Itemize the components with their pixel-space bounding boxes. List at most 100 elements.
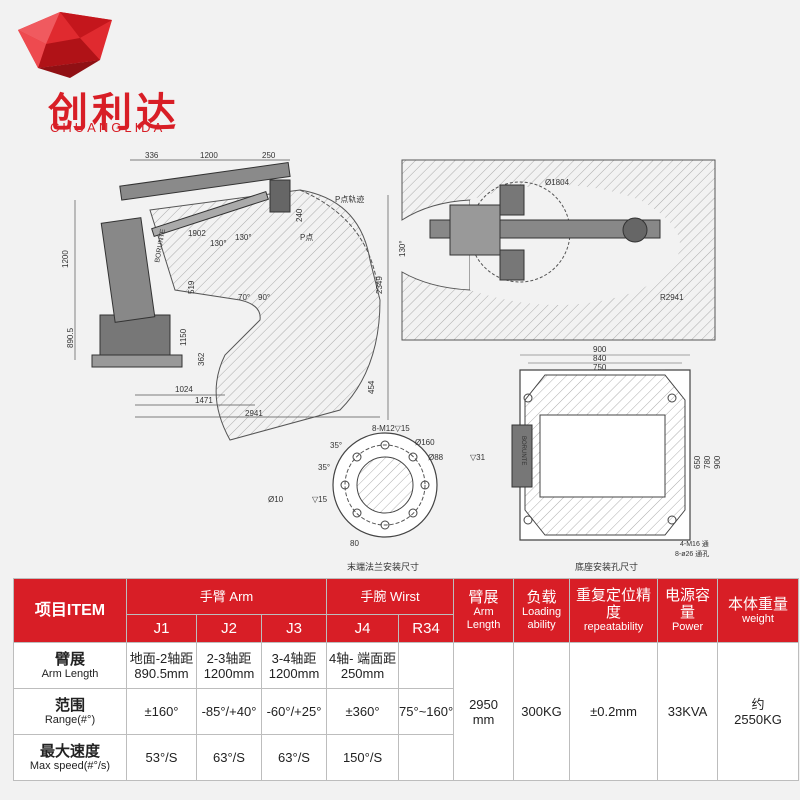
joint-label: J1 xyxy=(153,620,170,637)
table-cell: -85°/+40° xyxy=(196,688,262,735)
table-cell: -60°/+25° xyxy=(260,688,328,735)
dim-text: Ø160 xyxy=(415,438,435,447)
repeat-header-en: repeatability xyxy=(583,621,644,633)
joint-header-j3: J3 xyxy=(260,614,328,643)
cell-text: 4轴- 端面距 xyxy=(328,650,397,666)
weight-header-cell: 本体重量 weight xyxy=(717,578,800,643)
wrist-header-cell: 手腕 Wirst xyxy=(326,578,455,615)
cell-text: 63°/S xyxy=(278,749,310,765)
cell-text: ±160° xyxy=(144,703,179,719)
row-label-en: Arm Length xyxy=(41,667,99,680)
cell-text: ±360° xyxy=(345,703,380,719)
power-value-cell: 33KVA xyxy=(657,642,719,781)
cell-text: 地面-2轴距 xyxy=(129,650,194,666)
dim-text: 240 xyxy=(295,208,304,222)
load-value-cell: 300KG xyxy=(513,642,571,781)
spec-table: 项目ITEM 手臂 Arm 手腕 Wirst 臂展 Arm Length 负载 … xyxy=(13,578,800,781)
dim-text: 130° xyxy=(235,233,252,242)
base-brand-label: BORUNTE xyxy=(520,436,526,465)
cell-text: 75°~160° xyxy=(399,703,454,719)
item-header: 项目ITEM xyxy=(34,601,106,619)
row-label-cn: 臂展 xyxy=(54,650,85,668)
dim-text: 8-ø26 通孔 xyxy=(675,549,709,558)
reach-value-cell: 2950 mm xyxy=(453,642,515,781)
cell-text: 3-4轴距 xyxy=(271,650,317,666)
dim-text: 1024 xyxy=(175,385,193,394)
table-cell: 53°/S xyxy=(126,734,197,781)
table-cell: 63°/S xyxy=(196,734,262,781)
table-cell: 63°/S xyxy=(260,734,328,781)
dim-text: 130° xyxy=(210,239,227,248)
power-value: 33KVA xyxy=(667,703,708,719)
joint-label: J3 xyxy=(286,620,302,637)
point-label: P点 xyxy=(300,233,313,242)
joint-label: J4 xyxy=(354,620,371,637)
flange-caption: 末端法兰安装尺寸 xyxy=(347,561,419,572)
weight-header-en: weight xyxy=(742,612,774,625)
dim-text: Ø88 xyxy=(428,453,444,462)
joint-label: J2 xyxy=(221,620,237,637)
dim-text: 130° xyxy=(398,240,407,257)
dim-text: 1200 xyxy=(200,151,218,160)
repeat-header-cn: 重复定位精度 xyxy=(576,587,652,621)
joint-header-j1: J1 xyxy=(126,614,197,643)
dim-text: 2941 xyxy=(245,409,263,418)
load-header-en2: ability xyxy=(527,619,556,631)
repeat-header-cell: 重复定位精度 repeatability xyxy=(569,578,659,643)
reach-unit: mm xyxy=(472,711,495,727)
brand-emblem-icon xyxy=(18,12,112,78)
table-cell xyxy=(398,642,455,689)
cell-text: 53°/S xyxy=(145,749,178,765)
row-label-cn: 最大速度 xyxy=(39,742,100,760)
reach-value: 2950 xyxy=(469,696,498,712)
dim-text: 35° xyxy=(318,463,330,472)
side-view: BORUNTE 336 1200 250 1200 890.5 2349 454… xyxy=(61,151,389,441)
dim-text: 336 xyxy=(145,151,159,160)
dim-text: 780 xyxy=(703,455,712,469)
table-cell: 75°~160° xyxy=(398,688,455,735)
reach-header-cell: 臂展 Arm Length xyxy=(453,578,515,643)
table-cell: ±360° xyxy=(326,688,400,735)
reach-header-cn: 臂展 xyxy=(468,589,499,606)
table-cell xyxy=(398,734,455,781)
repeat-value-cell: ±0.2mm xyxy=(569,642,659,781)
cell-text: -60°/+25° xyxy=(266,703,322,719)
dim-text: 8-M12▽15 xyxy=(372,424,410,433)
dim-text: 840 xyxy=(593,354,607,363)
joint-label: R34 xyxy=(412,620,440,637)
dim-text: ▽31 xyxy=(470,453,486,462)
table-cell: ±160° xyxy=(126,688,197,735)
repeat-value: ±0.2mm xyxy=(590,703,637,719)
item-header-cell: 项目ITEM xyxy=(13,578,127,643)
dim-text: 250 xyxy=(262,151,276,160)
joint-header-r34: R34 xyxy=(398,614,455,643)
power-header-cn: 电源容量 xyxy=(665,587,711,621)
dim-text: ▽15 xyxy=(312,495,328,504)
row-label-cn: 范围 xyxy=(54,696,85,714)
brand-name-cn: 创利达 xyxy=(48,90,180,136)
base-caption: 底座安装孔尺寸 xyxy=(575,561,638,572)
load-header-en1: Loading xyxy=(521,606,562,618)
reach-header-en2: Length xyxy=(466,619,501,631)
row-label-range: 范围 Range(#°) xyxy=(13,688,127,735)
cell-text: 890.5mm xyxy=(134,665,189,681)
dim-text: 1902 xyxy=(188,229,206,238)
joint-header-j4: J4 xyxy=(326,614,400,643)
cell-text: 250mm xyxy=(340,665,385,681)
arm-header: 手臂 Arm xyxy=(199,588,254,604)
brand-logo: 创利达 CHUANGLIDA xyxy=(0,0,240,140)
dim-text: Ø10 xyxy=(268,495,284,504)
dim-text: 70° xyxy=(238,293,250,302)
row-label-en: Max speed(#°/s) xyxy=(29,759,111,772)
dim-text: 900 xyxy=(713,455,722,469)
power-header-cell: 电源容量 Power xyxy=(657,578,719,643)
row-label-en: Range(#°) xyxy=(44,713,96,726)
dim-text: 454 xyxy=(367,380,376,394)
row-label-max-speed: 最大速度 Max speed(#°/s) xyxy=(13,734,127,781)
dim-text: 90° xyxy=(258,293,270,302)
cell-text: 2-3轴距 xyxy=(206,650,252,666)
top-view: Ø1804 130° R2941 xyxy=(398,159,716,341)
